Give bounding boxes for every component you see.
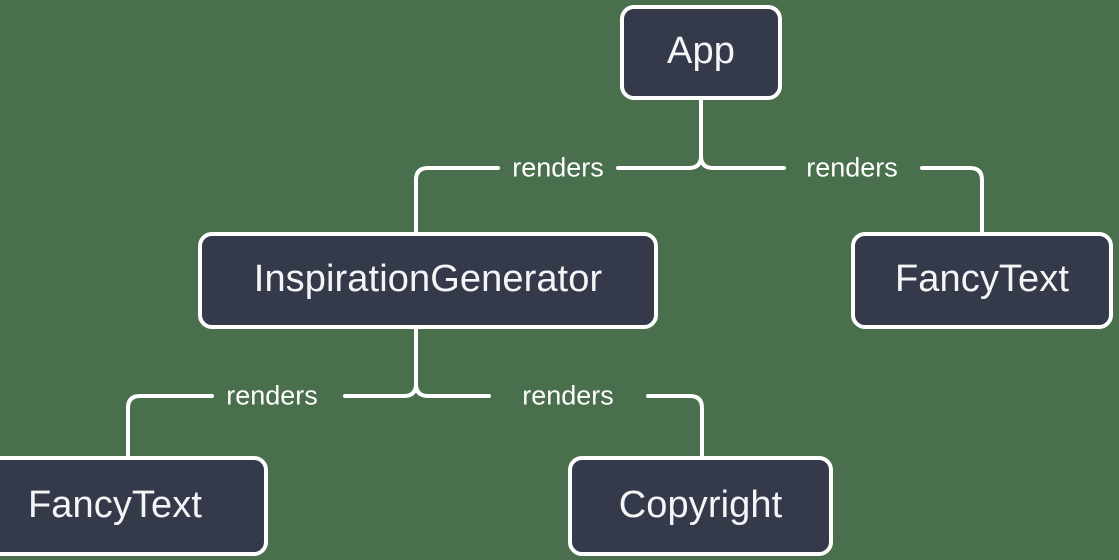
edge-label-app-to-fancy-text-right: renders	[806, 152, 898, 183]
edge-label-inspiration-generator-to-copyright: renders	[522, 380, 614, 411]
edge-app-to-fancytext-right	[920, 166, 984, 234]
node-fancy-text-left-label: FancyText	[27, 483, 203, 526]
edge-inspgen-to-fancytext-left	[126, 394, 214, 458]
node-copyright[interactable]: Copyright	[568, 456, 833, 556]
node-app[interactable]: App	[620, 5, 782, 100]
node-copyright-label: Copyright	[618, 483, 783, 526]
node-fancy-text-left[interactable]: FancyText	[0, 456, 268, 556]
node-fancy-text-right-label: FancyText	[894, 258, 1070, 300]
node-inspiration-generator[interactable]: InspirationGenerator	[198, 232, 658, 329]
edge-app-split-right	[699, 154, 786, 170]
edge-label-inspiration-generator-to-fancy-text-left: renders	[226, 380, 318, 411]
edge-app-split-left	[616, 154, 703, 170]
edge-label-app-to-inspiration-generator: renders	[512, 152, 604, 183]
node-fancy-text-right[interactable]: FancyText	[851, 232, 1113, 329]
edge-inspgen-split-right	[414, 382, 491, 398]
edge-app-to-inspgen	[414, 166, 500, 234]
edge-inspgen-split-left	[343, 382, 418, 398]
edge-inspgen-to-copyright	[646, 394, 704, 458]
node-inspiration-generator-label: InspirationGenerator	[253, 258, 603, 300]
node-app-label: App	[667, 30, 735, 72]
